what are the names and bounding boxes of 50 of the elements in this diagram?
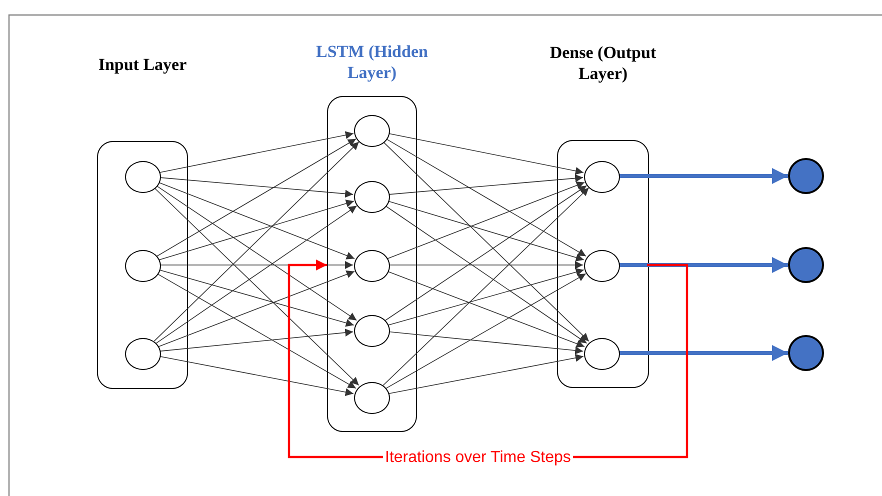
neuron-circle — [584, 161, 620, 193]
neuron-circle — [354, 315, 390, 347]
arrow — [388, 331, 584, 354]
arrow — [159, 328, 354, 352]
arrow — [158, 270, 355, 348]
arrow — [154, 187, 360, 386]
arrow — [388, 354, 584, 394]
arrow — [388, 268, 584, 326]
arrow — [384, 205, 588, 344]
arrow — [382, 187, 590, 386]
neuron-circle — [125, 338, 161, 370]
arrow — [382, 141, 590, 342]
arrow — [619, 257, 788, 273]
arrow — [386, 273, 586, 389]
output-circle — [788, 158, 824, 194]
edge-label: Iterations over Time Steps — [383, 449, 573, 467]
arrow — [388, 174, 584, 195]
layer-title: LSTM (Hidden Layer) — [315, 41, 429, 83]
neuron-circle — [125, 161, 161, 193]
arrow — [386, 138, 586, 257]
arrow — [156, 273, 356, 389]
arrow — [384, 185, 588, 321]
layer-title: Dense (Output Layer) — [548, 42, 658, 84]
arrow — [156, 138, 356, 257]
arrow — [160, 177, 354, 198]
output-circle — [788, 335, 824, 371]
arrow — [388, 133, 584, 175]
arrow — [158, 200, 354, 260]
arrow — [159, 356, 354, 396]
neuron-circle — [354, 250, 390, 282]
arrow — [158, 182, 355, 260]
neuron-circle — [354, 115, 390, 147]
neuron-circle — [584, 338, 620, 370]
output-circle — [788, 247, 824, 283]
neuron-circle — [125, 250, 161, 282]
arrow — [156, 205, 358, 344]
arrow — [387, 182, 585, 260]
arrow — [388, 261, 584, 269]
neuron-circle — [584, 250, 620, 282]
arrow — [619, 168, 788, 184]
arrow — [619, 345, 788, 361]
arrow — [388, 200, 584, 262]
layer-title: Input Layer — [97, 54, 188, 75]
arrow — [158, 269, 354, 327]
neuron-circle — [354, 382, 390, 414]
arrow — [154, 141, 360, 342]
arrow — [159, 131, 354, 173]
neuron-circle — [354, 181, 390, 213]
arrow — [387, 270, 585, 348]
arrow — [156, 185, 358, 321]
